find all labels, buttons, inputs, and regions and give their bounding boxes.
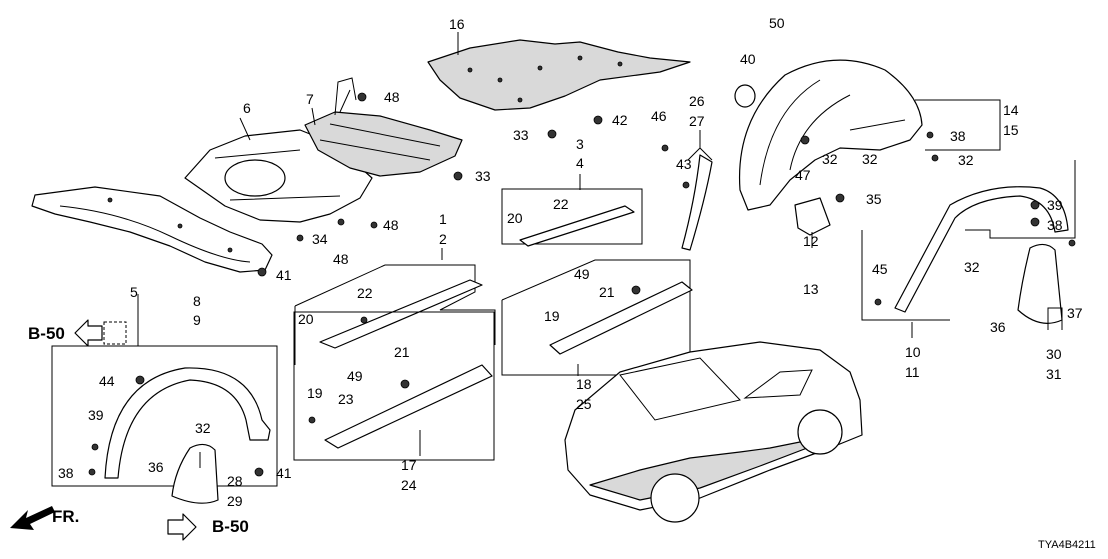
part-number-label: 47 <box>795 167 811 183</box>
front-wheel-arch-molding[interactable] <box>104 367 271 479</box>
part-number-label: 40 <box>740 51 756 67</box>
part-number-label: 19 <box>544 308 560 324</box>
part-number-label: 48 <box>333 251 349 267</box>
part-number-label: 37 <box>1067 305 1083 321</box>
part-number-label: 31 <box>1046 366 1062 382</box>
part-number-label: 7 <box>306 91 314 107</box>
part-number-label: 24 <box>401 477 417 493</box>
part-number-label: 27 <box>689 113 705 129</box>
part-number-label: 29 <box>227 493 243 509</box>
fasteners <box>88 92 1076 477</box>
svg-text:FR.: FR. <box>52 507 79 526</box>
part-number-label: 5 <box>130 284 138 300</box>
part-number-label: 14 <box>1003 102 1019 118</box>
front-direction-arrow: FR. <box>10 506 79 530</box>
part-number-label: 6 <box>243 100 251 116</box>
part-number-label: 43 <box>676 156 692 172</box>
side-sill-lower-frame <box>293 311 495 461</box>
part-number-label: 30 <box>1046 346 1062 362</box>
part-number-label: 21 <box>394 344 410 360</box>
part-number-label: 33 <box>475 168 491 184</box>
diagram-code: TYA4B4211 <box>1038 539 1096 551</box>
part-number-label: 41 <box>276 465 292 481</box>
part-number-label: 35 <box>866 191 882 207</box>
part-number-label: 49 <box>347 368 363 384</box>
rear-arch-frame <box>861 160 1076 321</box>
part-number-label: 1 <box>439 211 447 227</box>
rear-door-molding[interactable] <box>549 281 693 355</box>
front-arch-frame <box>51 345 278 487</box>
ref-arrow-b50-bottom[interactable]: B-50 <box>167 513 249 541</box>
part-number-label: 46 <box>651 108 667 124</box>
front-door-molding[interactable] <box>519 205 635 247</box>
rear-quarter-molding[interactable] <box>681 154 713 251</box>
part-number-label: 20 <box>507 210 523 226</box>
part-number-label: 32 <box>822 151 838 167</box>
part-number-label: 32 <box>862 151 878 167</box>
part-number-label: 33 <box>513 127 529 143</box>
part-number-label: 2 <box>439 231 447 247</box>
rear-wheel-arch-molding[interactable] <box>894 186 1069 313</box>
part-number-label: 36 <box>990 319 1006 335</box>
part-number-label: 20 <box>298 311 314 327</box>
part-number-label: 48 <box>383 217 399 233</box>
part-number-label: 48 <box>384 89 400 105</box>
rear-door-molding-frame <box>501 259 691 376</box>
part-number-label: 32 <box>958 152 974 168</box>
part-number-label: 28 <box>227 473 243 489</box>
part-number-label: 3 <box>576 136 584 152</box>
part-number-label: 50 <box>769 15 785 31</box>
part-number-label: 41 <box>276 267 292 283</box>
part-number-label: 49 <box>574 266 590 282</box>
part-number-label: 9 <box>193 312 201 328</box>
front-splash-shield[interactable] <box>31 186 273 273</box>
svg-text:B-50: B-50 <box>28 324 65 343</box>
svg-text:B-50: B-50 <box>212 517 249 536</box>
front-mudguard[interactable] <box>171 443 219 504</box>
part-number-label: 45 <box>872 261 888 277</box>
part-number-label: 44 <box>99 373 115 389</box>
part-number-label: 39 <box>1047 197 1063 213</box>
part-number-label: 26 <box>689 93 705 109</box>
part-number-label: 36 <box>148 459 164 475</box>
part-number-label: 39 <box>88 407 104 423</box>
part-number-label: 13 <box>803 281 819 297</box>
part-number-label: 42 <box>612 112 628 128</box>
part-number-label: 15 <box>1003 122 1019 138</box>
floor-under-cover[interactable] <box>427 39 691 111</box>
part-number-label: 38 <box>1047 217 1063 233</box>
part-number-label: 8 <box>193 293 201 309</box>
part-number-label: 16 <box>449 16 465 32</box>
side-sill-upper-frame <box>294 264 496 365</box>
side-sill-garnish-upper[interactable] <box>319 279 483 349</box>
rear-fender-liner[interactable] <box>734 59 923 211</box>
part-number-label: 17 <box>401 457 417 473</box>
vehicle-silhouette <box>564 341 863 523</box>
side-sill-garnish-lower[interactable] <box>324 364 493 449</box>
part-number-label: 10 <box>905 344 921 360</box>
part-number-label: 11 <box>905 364 920 380</box>
part-number-label: 38 <box>950 128 966 144</box>
leader-lines <box>137 32 1063 468</box>
part-number-label: 32 <box>964 259 980 275</box>
part-number-label: 22 <box>553 196 569 212</box>
part-number-label: 34 <box>312 231 328 247</box>
part-number-label: 38 <box>58 465 74 481</box>
door-molding-frame <box>501 188 643 245</box>
fender-bracket[interactable] <box>794 197 831 236</box>
middle-under-cover[interactable] <box>304 77 463 177</box>
part-number-label: 32 <box>195 420 211 436</box>
part-number-label: 12 <box>803 233 819 249</box>
part-number-label: 21 <box>599 284 615 300</box>
part-number-label: 19 <box>307 385 323 401</box>
part-number-label: 22 <box>357 285 373 301</box>
part-number-label: 25 <box>576 396 592 412</box>
ref-arrow-b50-top[interactable]: B-50 <box>28 319 127 347</box>
rear-mudguard[interactable] <box>1017 243 1063 324</box>
part-labels: 16 6 7 48 50 40 26 27 46 42 33 33 3 4 43… <box>58 15 1083 509</box>
part-number-label: 23 <box>338 391 354 407</box>
part-number-label: 4 <box>576 155 584 171</box>
part-number-label: 18 <box>576 376 592 392</box>
